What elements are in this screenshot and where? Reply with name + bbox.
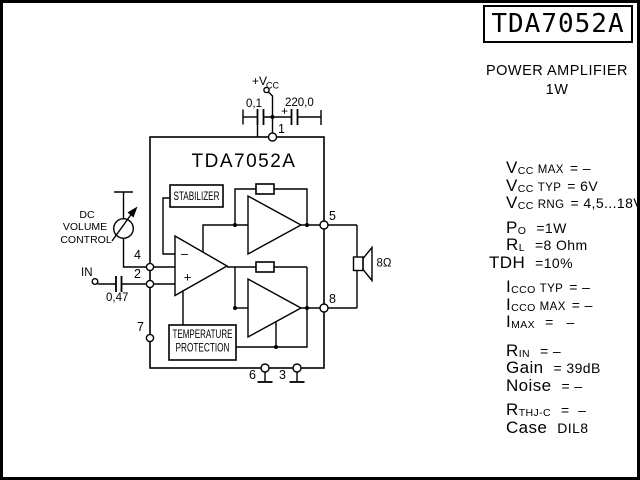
temp-protection-label-2: PROTECTION: [176, 341, 230, 355]
panel-subtitle-power: 1W: [545, 82, 569, 98]
capacitor-047-icon: [115, 276, 123, 292]
pin-6: [260, 363, 270, 373]
pin-2: [145, 279, 155, 289]
cap-plus-label: +: [281, 104, 288, 118]
temp-protection-label-1: TEMPERATURE: [173, 327, 233, 341]
ground-icon: [257, 372, 305, 383]
spec-row-tdh: TDH=10%: [489, 252, 573, 272]
pin-3: [292, 363, 302, 373]
volume-label-2: VOLUME: [63, 221, 107, 233]
spec-row-noise: Noise= –: [506, 375, 583, 395]
pin-2-label: 2: [134, 267, 141, 281]
pin-8-label: 8: [329, 292, 336, 306]
input-amp-icon: [153, 234, 229, 297]
pin-7-label: 7: [137, 320, 144, 334]
vcc-label: +V: [252, 74, 267, 88]
pin-5: [319, 220, 329, 230]
volume-pot-icon: [111, 191, 147, 268]
pin-4: [145, 262, 155, 272]
stabilizer-box: [162, 184, 224, 255]
temperature-protection-box: [168, 267, 308, 361]
vcc-label-sub: CC: [266, 81, 279, 91]
pin-6-label: 6: [249, 368, 256, 382]
capacitor-220-icon: [290, 109, 299, 125]
upper-output-amp-icon: [202, 183, 320, 256]
feedback-resistor-icon: [255, 183, 275, 195]
volume-label-3: CONTROL: [60, 234, 111, 246]
speaker-label: 8Ω: [377, 258, 392, 270]
ic-title: TDA7052A: [192, 151, 297, 172]
amp-minus: –: [181, 246, 189, 261]
pin-3-label: 3: [279, 368, 286, 382]
cap-01-label: 0,1: [246, 98, 262, 110]
input-terminal-icon: [91, 278, 99, 286]
pin-5-label: 5: [329, 209, 336, 223]
audio-input-net: [91, 276, 147, 292]
pin-8: [319, 303, 329, 313]
feedback-resistor-icon: [255, 261, 275, 273]
cap-047-label: 0,47: [106, 292, 128, 304]
vcc-supply-net: [242, 86, 322, 137]
vcc-terminal-icon: [263, 86, 270, 94]
speaker-icon: [328, 224, 373, 309]
volume-label-1: DC: [79, 209, 95, 221]
capacitor-01-icon: [256, 109, 265, 125]
chip-title: TDA7052A: [491, 9, 625, 39]
in-label: IN: [81, 267, 93, 279]
panel-subtitle: POWER AMPLIFIER: [485, 63, 629, 79]
amp-plus: +: [184, 270, 192, 285]
lower-output-amp-icon: [227, 261, 320, 339]
ic-pins: [145, 132, 329, 373]
chip-title-box: TDA7052A: [483, 5, 633, 43]
schematic-canvas: TDA7052A STABILIZER TEMPERATURE PROTECTI…: [60, 74, 392, 383]
cap-220-label: 220,0: [285, 97, 314, 109]
ic-block-outline: [149, 136, 325, 369]
stabilizer-label: STABILIZER: [174, 189, 220, 203]
pin-7: [145, 333, 155, 343]
spec-row-gain: Gain= 39dB: [506, 358, 601, 377]
pin-4-label: 4: [134, 248, 141, 262]
pin-1-label: 1: [278, 122, 285, 136]
pin-1: [267, 132, 278, 142]
